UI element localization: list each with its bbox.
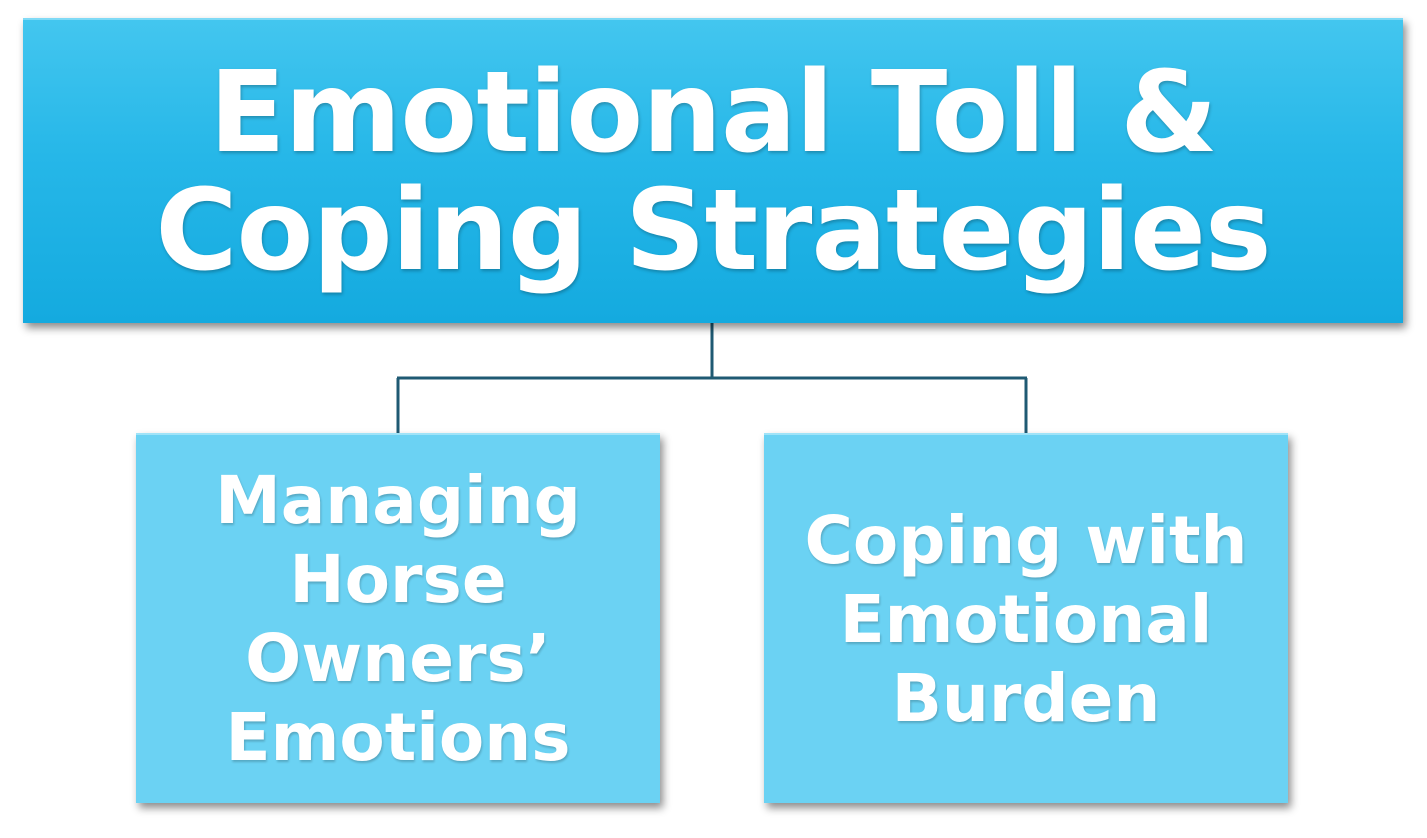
child-node-managing-emotions: Managing Horse Owners’ Emotions xyxy=(136,433,660,803)
root-node: Emotional Toll & Coping Strategies xyxy=(23,18,1403,323)
child-node-coping-burden: Coping with Emotional Burden xyxy=(764,433,1288,803)
child-node-label: Coping with Emotional Burden xyxy=(804,501,1248,737)
child-node-label: Managing Horse Owners’ Emotions xyxy=(215,462,581,776)
root-node-label: Emotional Toll & Coping Strategies xyxy=(155,47,1271,296)
